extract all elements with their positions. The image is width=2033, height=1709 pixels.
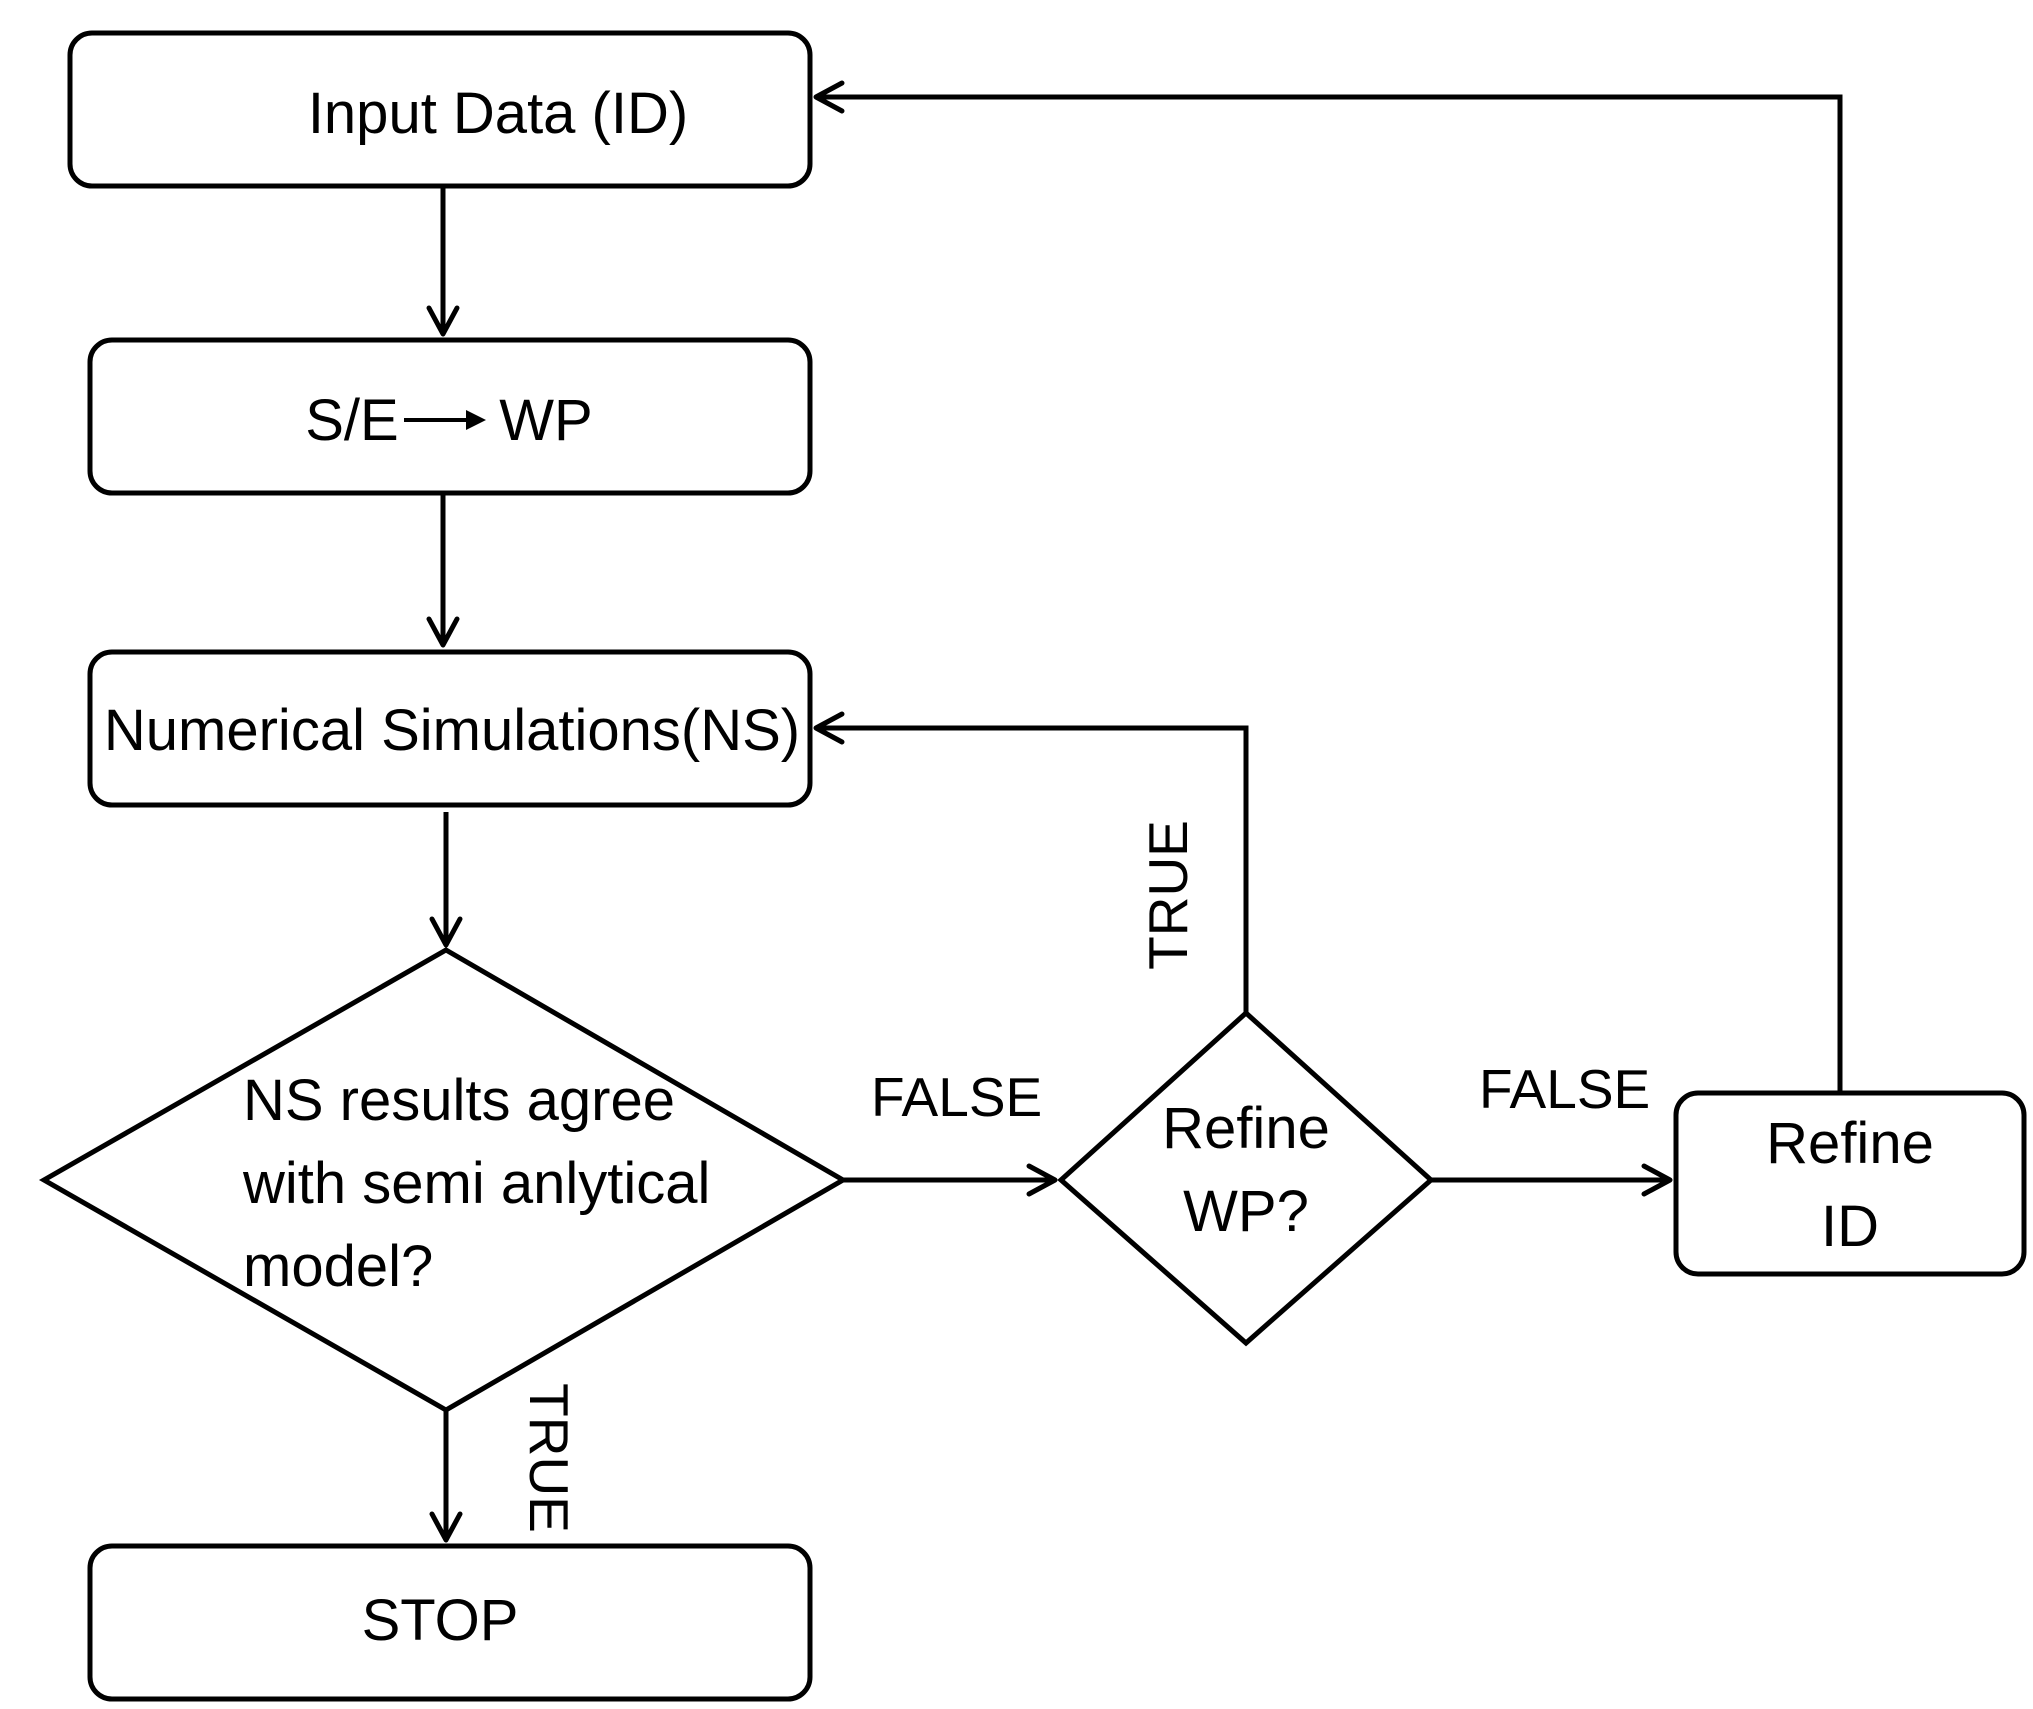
refine-wp-true-label: TRUE <box>1137 820 1199 970</box>
input-data-label: Input Data (ID) <box>308 81 688 146</box>
se-label: S/E <box>305 388 399 453</box>
edge-refine-id-to-input-arrowhead <box>813 80 845 114</box>
wp-label: WP <box>499 388 592 453</box>
ns-agree-line-1: NS results agree <box>243 1068 675 1133</box>
edge-agree-to-refine-wp-arrowhead <box>1026 1163 1058 1197</box>
refine-wp-false-label: FALSE <box>1479 1058 1650 1120</box>
refine-id-line-2: ID <box>1821 1194 1879 1259</box>
numerical-simulations-box <box>87 649 813 808</box>
edge-se-wp-to-ns-arrowhead <box>426 616 460 648</box>
edge-refine-wp-to-ns-arrowhead <box>813 711 845 745</box>
edge-agree-to-stop-arrowhead <box>429 1511 463 1543</box>
ns-agree-line-3: model? <box>243 1234 433 1299</box>
edge-refine-wp-to-refine-id-arrowhead <box>1641 1163 1673 1197</box>
edge-refine-id-to-input <box>813 80 1843 1093</box>
refine-wp-line-2: WP? <box>1183 1179 1309 1244</box>
edge-se-wp-to-ns <box>426 493 460 648</box>
se-wp-node: S/E WP <box>87 337 813 496</box>
input-data-box <box>67 30 813 189</box>
refine-wp-decision: Refine WP? <box>1057 1009 1435 1347</box>
agree-false-label: FALSE <box>871 1066 1042 1128</box>
edge-refine-id-to-input-line <box>816 94 1843 1093</box>
refine-id-node: Refine ID <box>1673 1090 2027 1277</box>
edge-agree-to-stop <box>429 1410 463 1543</box>
input-data-node: Input Data (ID) <box>67 30 813 189</box>
ns-agree-decision: NS results agree with semi anlytical mod… <box>38 947 848 1413</box>
edge-input-to-se-wp <box>426 186 460 337</box>
edge-refine-wp-to-ns-line <box>816 725 1249 1013</box>
stop-box <box>87 1543 813 1702</box>
refine-wp-diamond <box>1057 1009 1435 1347</box>
stop-node: STOP <box>87 1543 813 1702</box>
edge-refine-wp-to-refine-id <box>1431 1163 1673 1197</box>
edge-ns-to-agree <box>429 812 463 948</box>
se-wp-inline-arrow-head <box>466 410 486 430</box>
refine-wp-line-1: Refine <box>1162 1096 1330 1161</box>
numerical-simulations-label: Numerical Simulations(NS) <box>104 698 800 763</box>
refine-id-box <box>1673 1090 2027 1277</box>
edge-ns-to-agree-arrowhead <box>429 916 463 948</box>
stop-label: STOP <box>362 1588 519 1653</box>
edge-refine-wp-to-ns <box>813 711 1249 1013</box>
ns-agree-line-2: with semi anlytical <box>242 1151 710 1216</box>
numerical-simulations-node: Numerical Simulations(NS) <box>87 649 813 808</box>
edge-input-to-se-wp-arrowhead <box>426 305 460 337</box>
refine-id-line-1: Refine <box>1766 1111 1934 1176</box>
edge-agree-to-refine-wp <box>843 1163 1058 1197</box>
se-wp-box <box>87 337 813 496</box>
agree-true-label: TRUE <box>518 1383 580 1533</box>
